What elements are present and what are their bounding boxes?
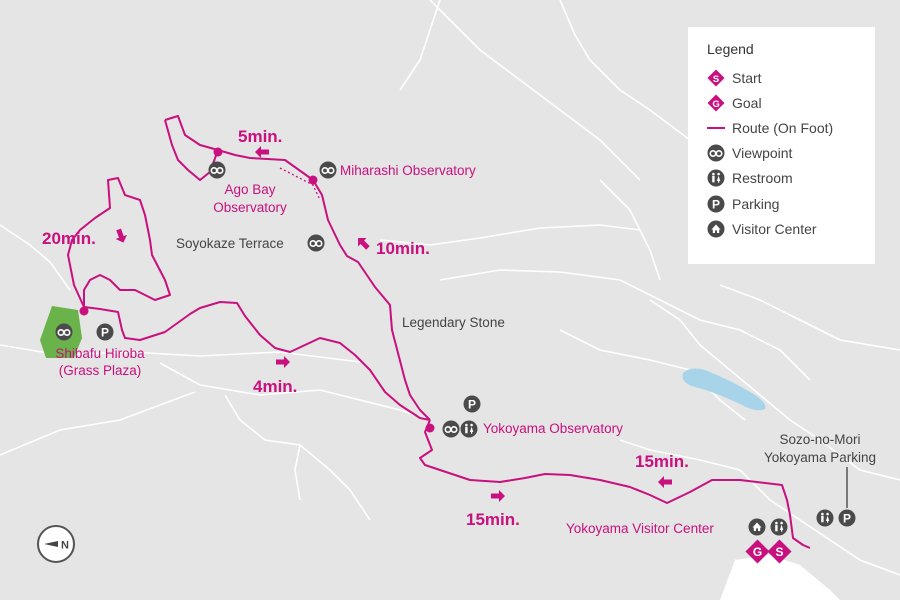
legend-row-visitor-center: Visitor Center <box>707 216 875 241</box>
parking-icon-yokoyama <box>463 395 481 413</box>
time-4min: 4min. <box>253 377 297 396</box>
restroom-icon <box>707 169 725 187</box>
label-sozo-line2: Yokoyama Parking <box>764 450 876 465</box>
parking-icon-sozo <box>838 509 856 527</box>
restroom-icon-sozo <box>816 509 834 527</box>
parking-icon-shibafu <box>96 323 114 341</box>
label-yokoyama-observatory: Yokoyama Observatory <box>483 421 623 436</box>
route-line-icon <box>707 126 725 129</box>
legend-label-parking: Parking <box>732 195 780 212</box>
label-shibafu-line1: Shibafu Hiroba <box>55 346 145 361</box>
svg-text:S: S <box>775 545 783 559</box>
time-5min: 5min. <box>238 127 282 146</box>
time-20min: 20min. <box>42 229 96 248</box>
parking-icon: P <box>707 195 725 213</box>
label-soyokaze-terrace: Soyokaze Terrace <box>176 236 284 251</box>
legend-label-restroom: Restroom <box>732 170 793 187</box>
svg-text:G: G <box>753 545 762 559</box>
time-10min: 10min. <box>376 239 430 258</box>
label-sozo-line1: Sozo-no-Mori <box>779 432 860 447</box>
legend-row-restroom: Restroom <box>707 166 875 191</box>
legend-row-goal: G Goal <box>707 90 875 115</box>
goal-icon: G <box>707 94 725 112</box>
route-node-miharashi <box>308 175 318 185</box>
legend-row-route: Route (On Foot) <box>707 115 875 140</box>
svg-text:S: S <box>713 73 719 84</box>
legend-label-viewpoint: Viewpoint <box>732 145 793 162</box>
viewpoint-icon-ago-bay <box>207 160 227 180</box>
legend-label-visitor-center: Visitor Center <box>732 220 817 237</box>
viewpoint-icon-yokoyama <box>441 419 461 439</box>
legend-row-start: S Start <box>707 65 875 90</box>
svg-text:N: N <box>61 540 69 552</box>
legend-title: Legend <box>707 41 754 57</box>
legend-row-viewpoint: Viewpoint <box>707 141 875 166</box>
label-ago-bay-line1: Ago Bay <box>224 182 275 197</box>
lake <box>682 368 766 411</box>
route-node-shibafu <box>79 306 89 316</box>
route-node-yokoyama <box>425 423 435 433</box>
visitor-center-icon <box>707 220 725 238</box>
legend-panel: Legend S Start G Goal Route (On Foot) Vi… <box>688 27 875 264</box>
start-icon: S <box>707 69 725 87</box>
restroom-icon-visitor-center <box>770 518 788 536</box>
coast-area <box>720 555 840 600</box>
dotted-connector <box>279 167 321 201</box>
label-ago-bay-line2: Observatory <box>213 200 287 215</box>
viewpoint-icon-miharashi <box>318 160 338 180</box>
legend-label-route: Route (On Foot) <box>732 119 834 136</box>
north-compass: N <box>37 525 75 563</box>
visitor-center-icon <box>748 518 766 536</box>
svg-text:P: P <box>712 197 720 211</box>
label-yokoyama-visitor-center: Yokoyama Visitor Center <box>566 521 714 536</box>
legend-row-parking: P Parking <box>707 191 875 216</box>
compass-arrow-icon: N <box>44 540 69 552</box>
svg-text:G: G <box>712 99 719 110</box>
label-legendary-stone: Legendary Stone <box>402 315 505 330</box>
legend-label-start: Start <box>732 69 762 86</box>
legend-label-goal: Goal <box>732 94 762 111</box>
viewpoint-icon <box>707 144 725 163</box>
time-15min-a: 15min. <box>635 452 689 471</box>
time-15min-b: 15min. <box>466 510 520 529</box>
label-shibafu-line2: (Grass Plaza) <box>59 363 142 378</box>
route-node-ago-bay <box>213 147 223 157</box>
viewpoint-icon-soyokaze <box>306 233 326 253</box>
viewpoint-icon-shibafu <box>54 322 74 342</box>
restroom-icon-yokoyama <box>460 420 478 438</box>
label-miharashi-observatory: Miharashi Observatory <box>340 163 476 178</box>
